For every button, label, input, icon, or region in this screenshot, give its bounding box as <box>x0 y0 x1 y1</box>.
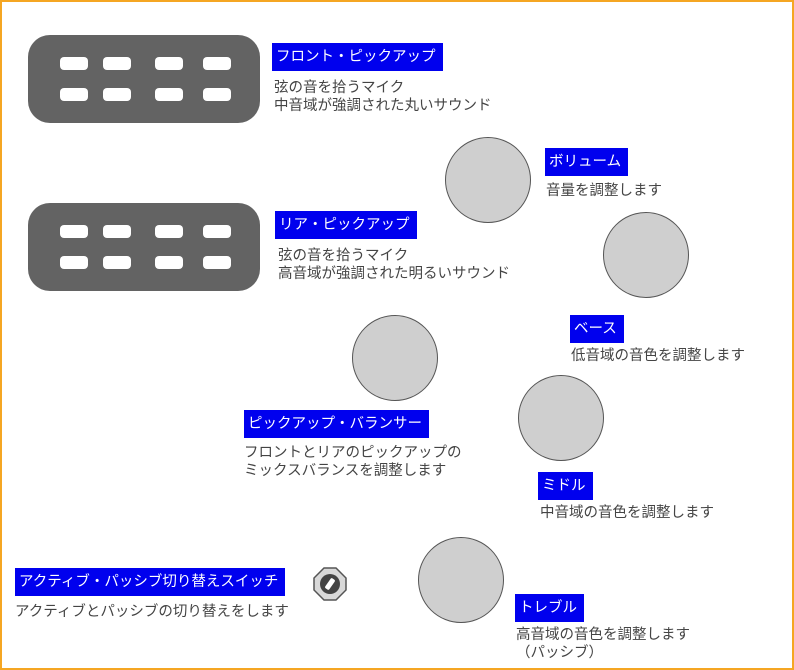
pole-piece <box>155 57 183 70</box>
pole-piece <box>155 225 183 238</box>
pole-piece <box>60 256 88 269</box>
middle-label: ミドル <box>538 472 593 500</box>
pole-piece <box>60 57 88 70</box>
front-pickup-body <box>28 35 260 123</box>
treble-knob[interactable] <box>418 537 504 623</box>
pole-piece <box>203 57 231 70</box>
toggle-switch-icon[interactable] <box>312 566 348 602</box>
rear-pickup-label: リア・ピックアップ <box>275 211 417 239</box>
middle-knob[interactable] <box>518 375 604 461</box>
pole-piece <box>203 225 231 238</box>
pole-piece <box>103 88 131 101</box>
bass-desc: 低音域の音色を調整します <box>571 348 745 364</box>
bass-knob[interactable] <box>603 212 689 298</box>
volume-desc: 音量を調整します <box>546 183 662 199</box>
bass-label: ベース <box>570 315 624 343</box>
pole-piece <box>203 88 231 101</box>
pole-piece <box>103 256 131 269</box>
active-passive-switch-label: アクティブ・パッシブ切り替えスイッチ <box>15 568 286 596</box>
rear-pickup-body <box>28 203 260 291</box>
pole-piece <box>60 225 88 238</box>
pole-piece <box>155 88 183 101</box>
treble-label: トレブル <box>515 594 584 622</box>
pole-piece <box>60 88 88 101</box>
pole-piece <box>103 225 131 238</box>
middle-desc: 中音域の音色を調整します <box>540 505 714 521</box>
pole-piece <box>203 256 231 269</box>
treble-desc: 高音域の音色を調整します （パッシブ） <box>516 627 690 661</box>
pickup-balancer-label: ピックアップ・バランサー <box>244 410 429 438</box>
pole-piece <box>103 57 131 70</box>
pole-piece <box>155 256 183 269</box>
front-pickup-label: フロント・ピックアップ <box>272 43 443 71</box>
rear-pickup-desc: 弦の音を拾うマイク 高音域が強調された明るいサウンド <box>278 248 510 282</box>
front-pickup-desc: 弦の音を拾うマイク 中音域が強調された丸いサウンド <box>274 80 492 114</box>
pickup-balancer-knob[interactable] <box>352 315 438 401</box>
pickup-balancer-desc: フロントとリアのピックアップの ミックスバランスを調整します <box>244 445 462 479</box>
volume-knob[interactable] <box>445 137 531 223</box>
active-passive-switch-desc: アクティブとパッシブの切り替えをします <box>15 604 289 620</box>
volume-label: ボリューム <box>545 148 629 176</box>
